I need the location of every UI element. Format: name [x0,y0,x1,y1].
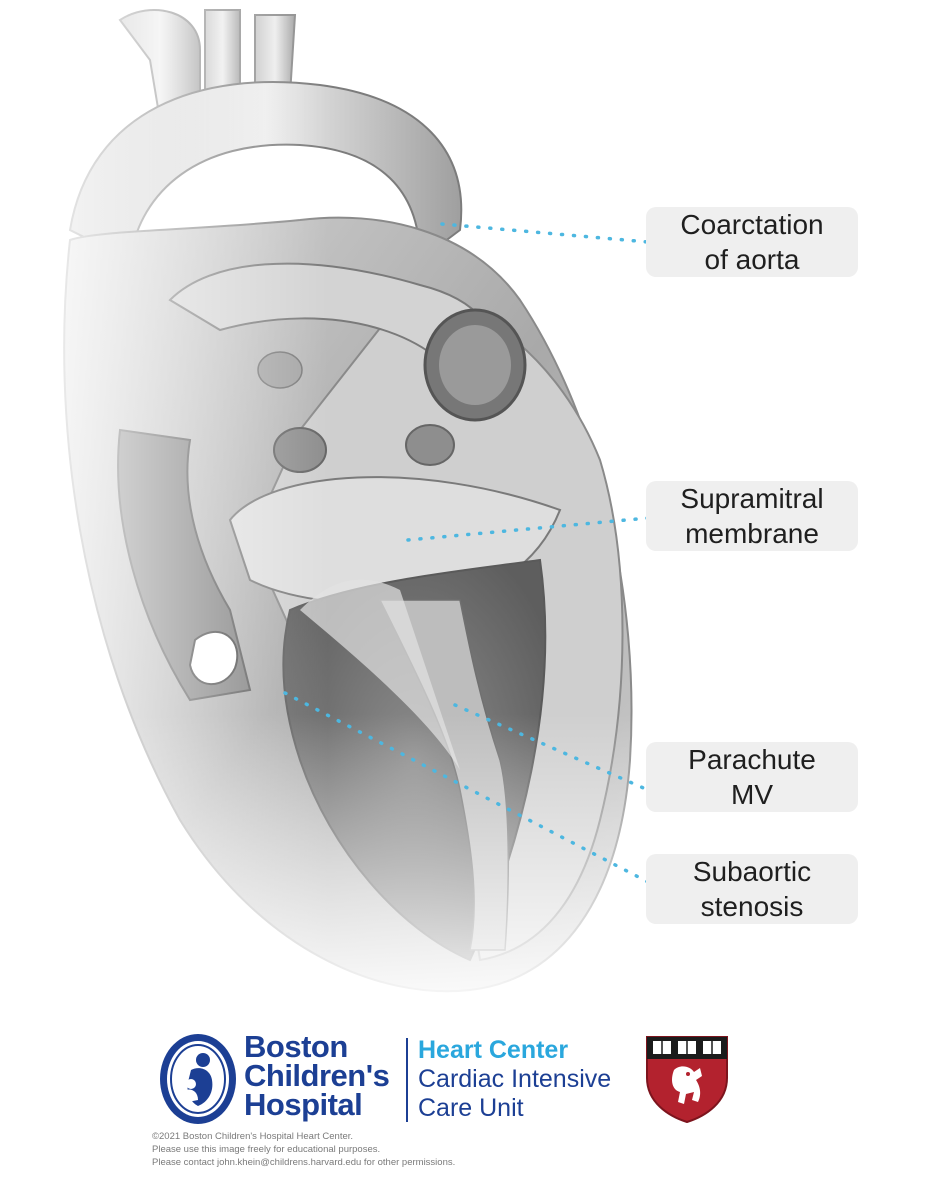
leader-line-coarctation [440,222,650,244]
copyright-line3: Please contact john.khein@childrens.harv… [152,1157,456,1168]
label-subaortic: Subaortic stenosis [646,854,858,924]
hospital-name-line3: Hospital [244,1087,363,1122]
unit-heading: Heart Center [418,1036,569,1064]
copyright-notice: ©2021 Boston Children's Hospital Heart C… [152,1130,455,1169]
leader-line-parachute [453,703,650,792]
label-coarctation-line1: Coarctation [680,209,824,240]
copyright-line1: ©2021 Boston Children's Hospital Heart C… [152,1131,354,1142]
heart-illustration [0,0,938,1020]
label-coarctation-line2: of aorta [704,244,800,275]
leader-line-subaortic [283,691,650,884]
label-subaortic-line1: Subaortic [692,856,812,887]
label-parachute-line1: Parachute [688,744,816,775]
label-supramitral-line1: Supramitral [680,483,824,514]
hospital-name-line2: Children's [244,1058,390,1093]
unit-line2: Care Unit [418,1094,524,1122]
leader-lines [283,222,650,884]
label-supramitral-line2: membrane [685,518,819,549]
brand-divider [406,1038,408,1122]
hospital-name-line1: Boston [244,1029,348,1064]
unit-line1: Cardiac Intensive [418,1065,612,1093]
label-supramitral: Supramitral membrane [646,481,858,551]
boston-childrens-seal-icon [160,1034,236,1124]
harvard-shield-icon [646,1036,728,1124]
hospital-name: Boston Children's Hospital [244,1029,390,1122]
copyright-line2: Please use this image freely for educati… [152,1144,381,1155]
leader-line-supramitral [406,516,650,542]
label-subaortic-line2: stenosis [700,891,804,922]
label-coarctation: Coarctation of aorta [646,207,858,277]
unit-name: Heart Center Cardiac Intensive Care Unit [418,1036,611,1123]
label-parachute: Parachute MV [646,742,858,812]
label-parachute-line2: MV [731,779,773,810]
